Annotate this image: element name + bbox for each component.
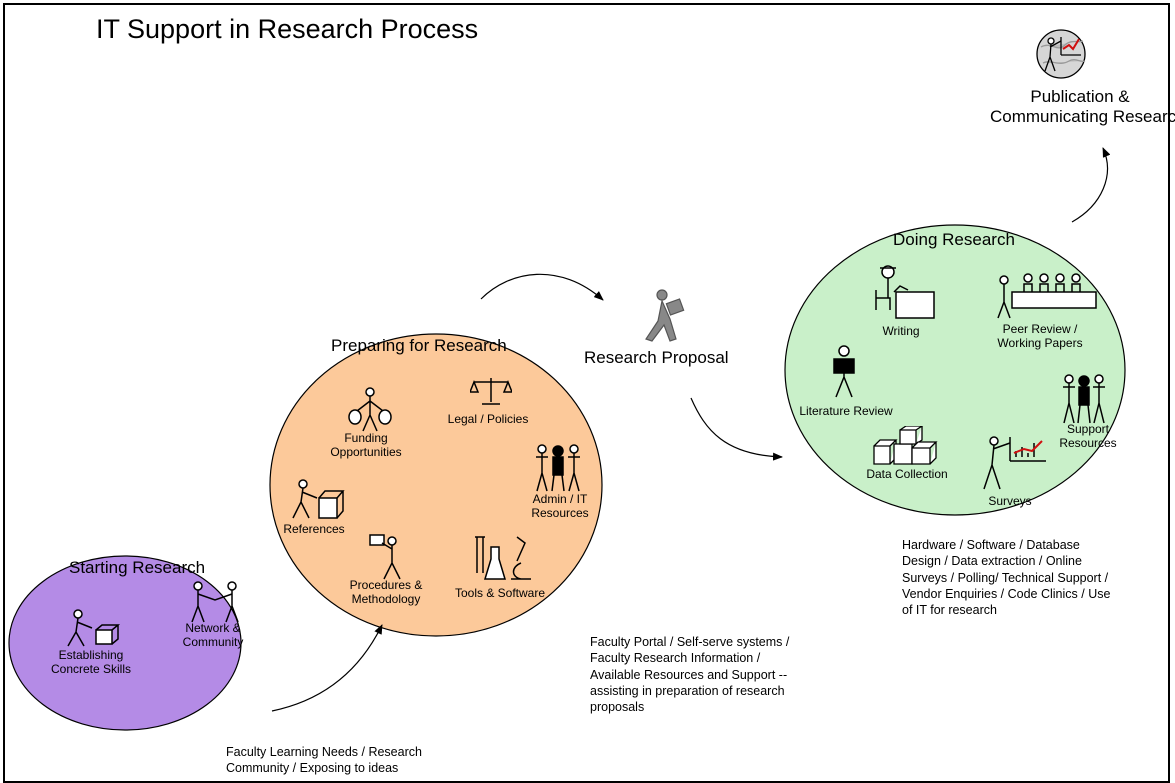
starting-note: Faculty Learning Needs / Research Commun… (226, 745, 422, 776)
item-writing: Writing (882, 324, 920, 338)
starting-research-ellipse (8, 555, 242, 731)
item-procedures-methodology: Procedures & Methodology (349, 578, 423, 606)
cubes-icon (873, 426, 938, 465)
lab-tools-icon (475, 536, 531, 580)
item-funding-opportunities: Funding Opportunities (330, 431, 402, 459)
person-holding-book-icon (833, 345, 855, 398)
doing-note: Hardware / Software / Database Design / … (902, 538, 1111, 617)
running-person-icon (645, 289, 685, 342)
handshake-people-icon (191, 581, 239, 623)
preparing-research-ellipse (269, 333, 603, 637)
arrow-doing-to-publication (1071, 147, 1111, 223)
writer-at-desk-icon (875, 265, 935, 319)
item-support-resources: Support Resources (1059, 422, 1117, 450)
page-title: IT Support in Research Process (96, 14, 479, 44)
support-people-icon (1063, 374, 1105, 424)
arrow-start-to-prep (271, 624, 383, 712)
item-legal-policies: Legal / Policies (447, 412, 529, 426)
arrow-proposal-to-doing (690, 397, 783, 461)
item-literature-review: Literature Review (799, 404, 893, 418)
publication-title: Publication & Communicating Research (990, 87, 1175, 126)
arrow-prep-to-proposal (480, 273, 604, 301)
item-peer-review: Peer Review / Working Papers (997, 322, 1083, 350)
person-reading-icon (369, 534, 401, 580)
group-people-icon (536, 444, 580, 492)
scales-icon (470, 378, 512, 405)
item-references: References (283, 522, 345, 536)
starting-research-title: Starting Research (69, 558, 206, 577)
item-surveys: Surveys (988, 494, 1032, 508)
item-admin-it-resources: Admin / IT Resources (531, 492, 589, 520)
presenter-chart-icon (983, 436, 1046, 490)
preparing-note: Faculty Portal / Self-serve systems / Fa… (590, 635, 790, 714)
item-data-collection: Data Collection (866, 467, 948, 481)
person-with-box-icon (67, 609, 121, 647)
preparing-research-title: Preparing for Research (331, 336, 507, 355)
doing-research-title: Doing Research (893, 230, 1015, 249)
item-tools-software: Tools & Software (454, 586, 546, 600)
research-proposal-title: Research Proposal (584, 348, 729, 367)
item-network-community: Network & Community (182, 621, 244, 649)
money-bags-person-icon (348, 387, 392, 432)
meeting-table-icon (997, 273, 1097, 319)
person-at-box-icon (292, 479, 345, 519)
globe-presenter-icon (1036, 29, 1086, 79)
item-establishing-skills: Establishing Concrete Skills (50, 648, 132, 676)
